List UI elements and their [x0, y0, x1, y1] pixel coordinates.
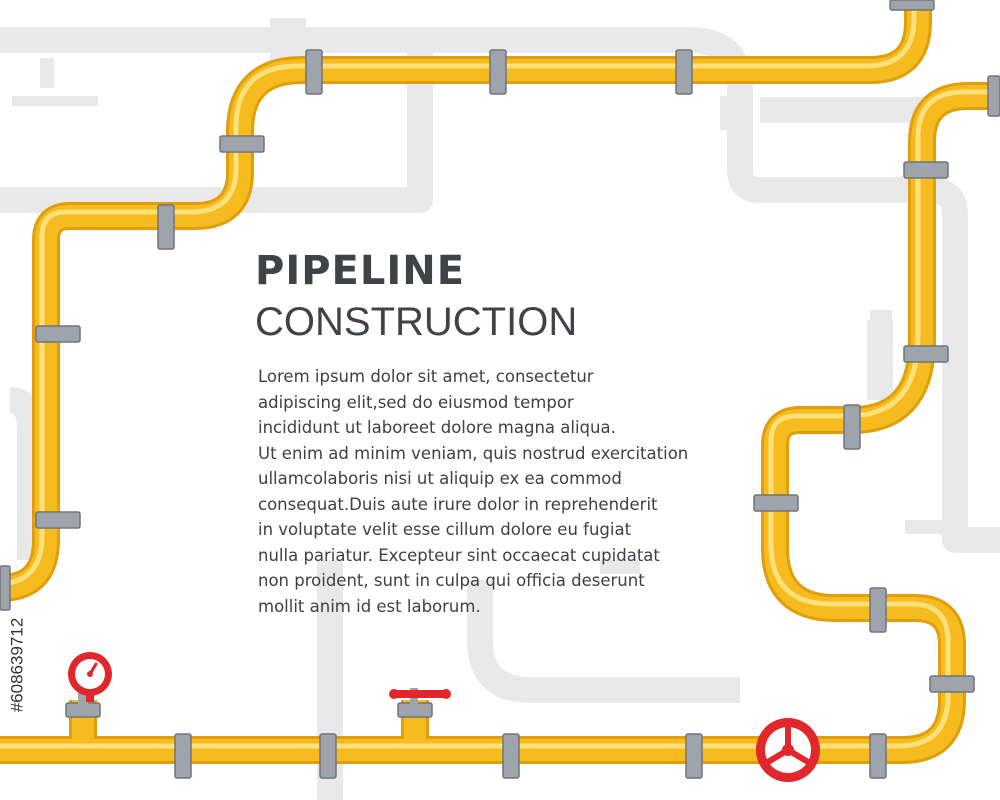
page-title: PIPELINE	[255, 248, 466, 294]
body-line: non proident, sunt in culpa qui officia …	[258, 571, 645, 590]
valve-wheel-icon	[756, 718, 820, 782]
body-line: Lorem ipsum dolor sit amet, consectetur	[258, 367, 594, 386]
stock-id-label: #608639712	[2, 540, 32, 790]
body-line: incididunt ut laboreet dolore magna aliq…	[258, 418, 616, 437]
body-line: in voluptate velit esse cillum dolore eu…	[258, 520, 632, 539]
pressure-gauge-icon	[68, 652, 112, 704]
body-line: mollit anim id est laborum.	[258, 596, 481, 616]
body-line: adipiscing elit,sed do eiusmod tempor	[258, 392, 574, 412]
body-line: consequat.Duis aute irure dolor in repre…	[258, 494, 658, 514]
page-subtitle: CONSTRUCTION	[255, 300, 578, 344]
body-line: Ut enim ad minim veniam, quis nostrud ex…	[258, 443, 689, 463]
pipe-flanges	[0, 0, 1000, 779]
stock-id-text: #608639712	[7, 617, 27, 713]
body-line: ullamcolaboris nisi ut aliquip ex ea com…	[258, 469, 622, 488]
body-text: Lorem ipsum dolor sit amet, consectetur …	[258, 364, 758, 619]
valve-handle-icon	[389, 688, 451, 706]
body-line: nulla pariatur. Excepteur sint occaecat …	[258, 545, 660, 565]
